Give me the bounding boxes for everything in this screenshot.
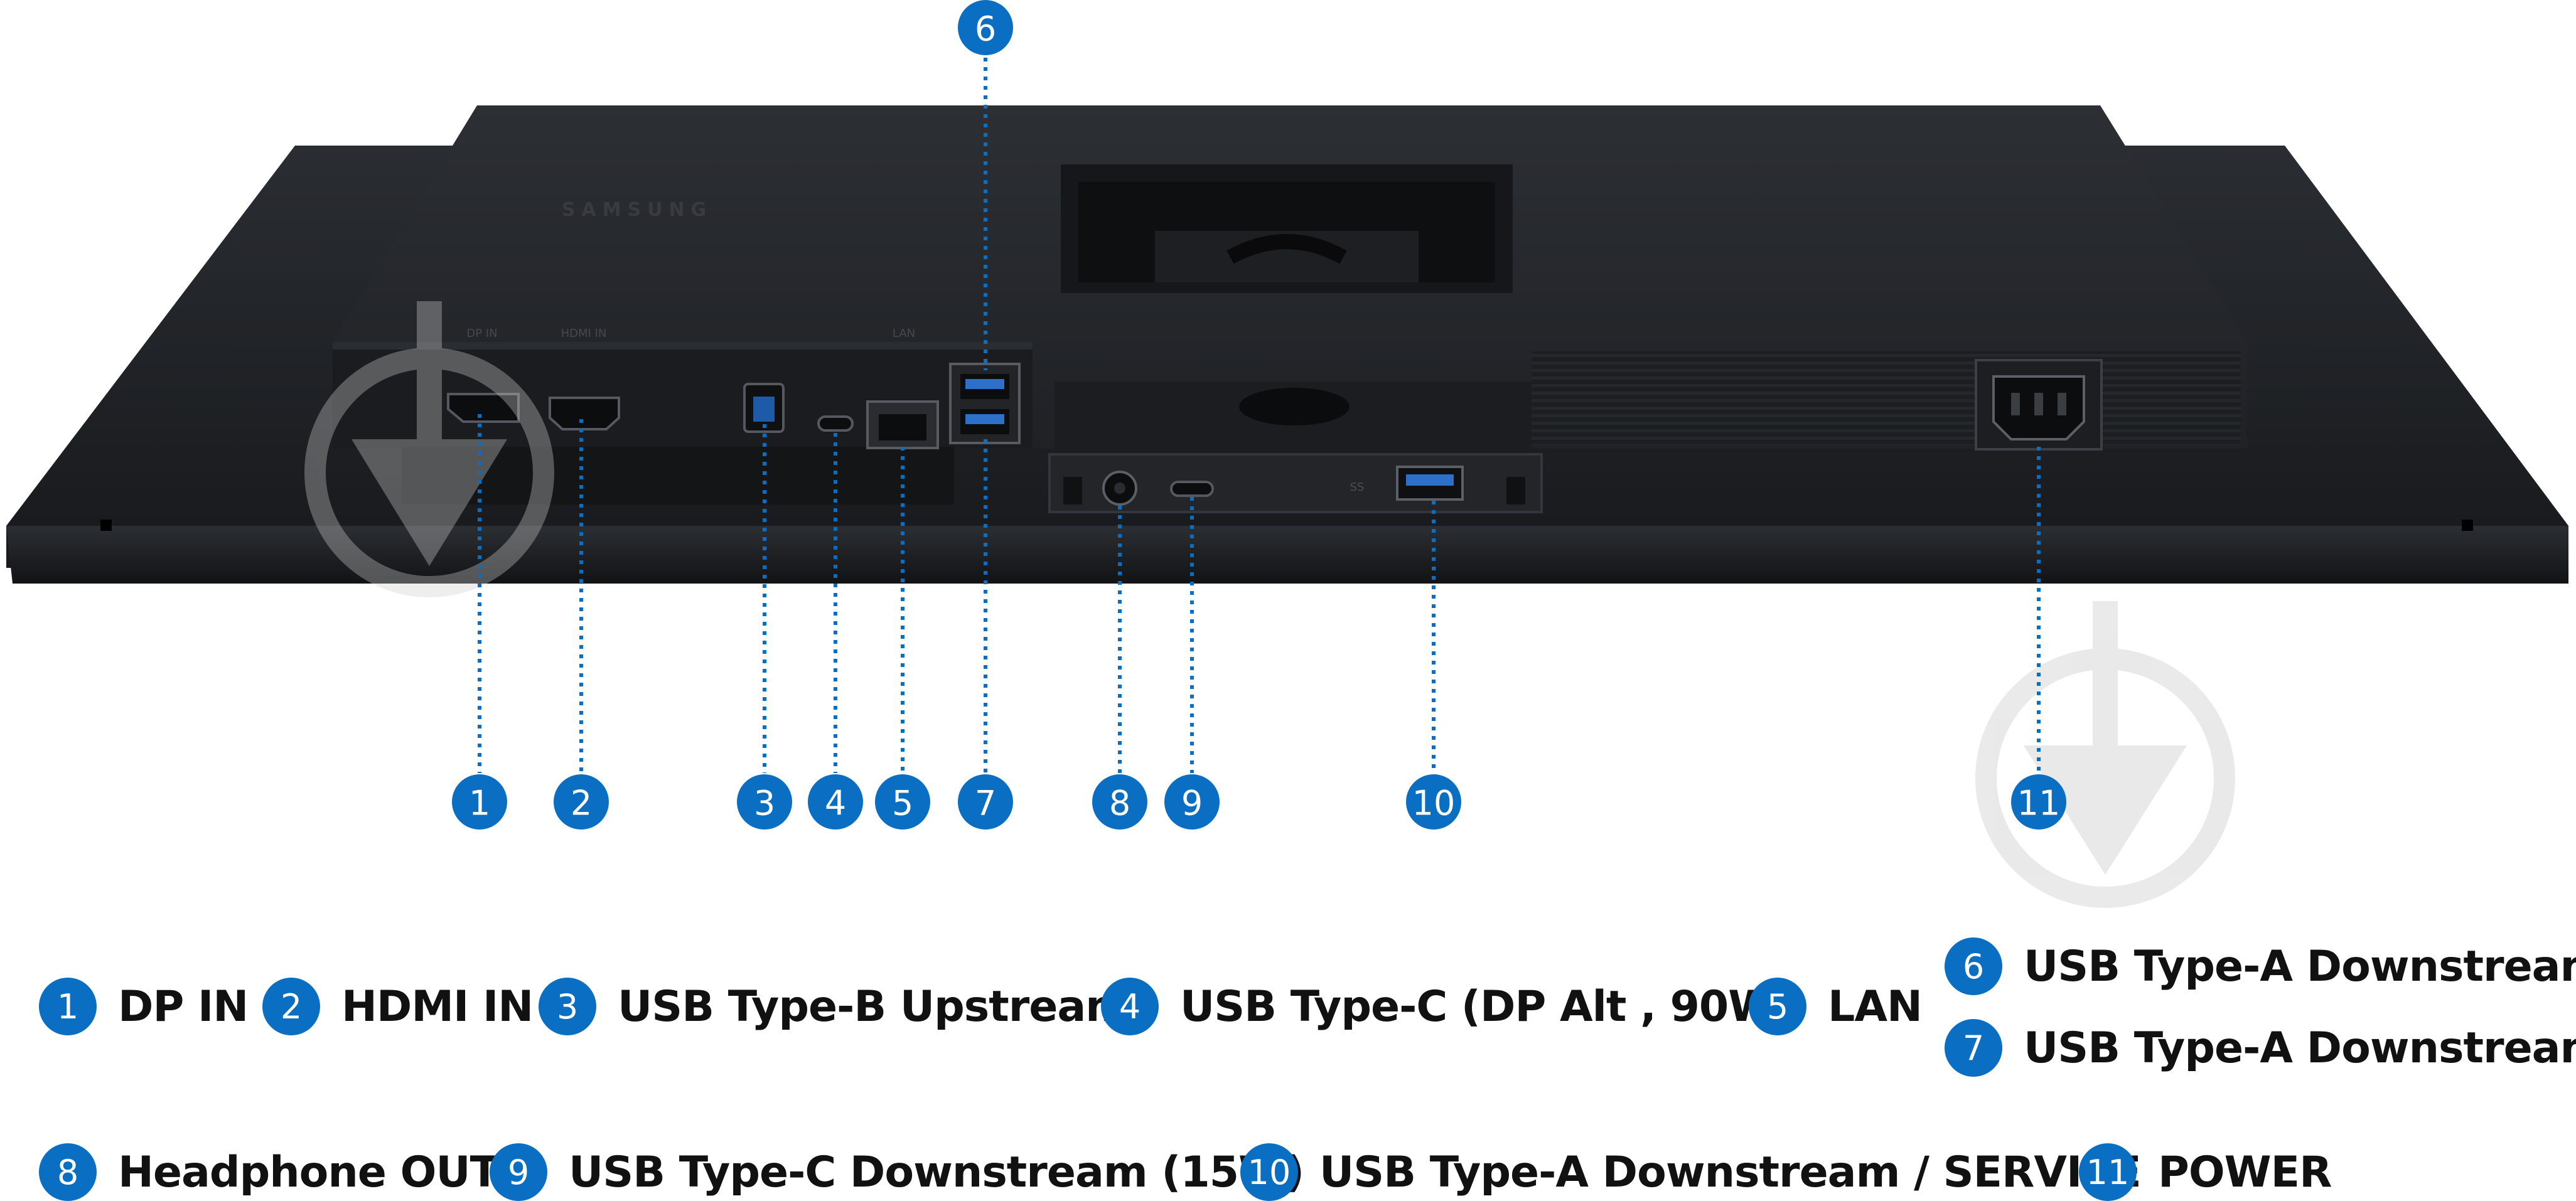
callout-circle — [554, 774, 609, 830]
callout-circle — [1164, 774, 1220, 830]
screw-hole-left — [100, 520, 112, 531]
callout-number: 10 — [1412, 784, 1456, 823]
legend-item-5: 5 LAN — [1749, 978, 1923, 1035]
port-dp-in — [447, 393, 520, 423]
legend-badge: 10 — [1240, 1143, 1298, 1201]
callout-marker-4: 4 — [808, 774, 863, 830]
legend-item-10: 10 USB Type-A Downstream / SERVICE — [1240, 1143, 2142, 1201]
port-headphone-out — [1102, 471, 1137, 506]
callout-marker-7: 7 — [958, 774, 1013, 830]
watermark-icon-right — [1975, 601, 2235, 908]
callout-circle — [958, 774, 1013, 830]
legend-badge: 7 — [1945, 1019, 2002, 1077]
callout-circle — [958, 0, 1013, 55]
callout-number: 3 — [754, 784, 775, 823]
port-usb-type-a-stack — [949, 363, 1021, 444]
legend-item-9: 9 USB Type-C Downstream (15W) — [490, 1143, 1304, 1201]
legend-badge: 4 — [1101, 978, 1159, 1035]
legend-badge: 5 — [1749, 978, 1806, 1035]
callout-circle — [1092, 774, 1147, 830]
silkscreen-dp: DP IN — [466, 327, 497, 340]
legend-badge: 2 — [262, 978, 320, 1035]
watermark-icon-left — [304, 301, 554, 597]
legend-badge: 8 — [39, 1143, 97, 1201]
port-usb-type-a-service — [1396, 466, 1464, 501]
legend-item-4: 4 USB Type-C (DP Alt , 90W) — [1101, 978, 1794, 1035]
callout-circle — [875, 774, 930, 830]
port-usb-type-c-downstream — [1170, 481, 1214, 497]
legend-item-8: 8 Headphone OUT — [39, 1143, 499, 1201]
legend-label: USB Type-C (DP Alt , 90W) — [1180, 981, 1794, 1032]
legend-item-3: 3 USB Type-B Upstream — [539, 978, 1130, 1035]
legend-badge: 6 — [1945, 937, 2002, 995]
brand-logo: SAMSUNG — [562, 199, 712, 221]
legend-badge: 9 — [490, 1143, 547, 1201]
port-lan — [866, 400, 939, 449]
legend-label: USB Type-A Downstream — [2024, 941, 2576, 991]
legend-label: USB Type-A Downstream — [2024, 1023, 2576, 1073]
callout-number: 4 — [825, 784, 846, 823]
callout-circle — [737, 774, 792, 830]
callout-number: 6 — [975, 9, 996, 49]
port-usb-type-b — [743, 383, 785, 433]
legend-badge: 11 — [2079, 1143, 2137, 1201]
callout-marker-8: 8 — [1092, 774, 1147, 830]
callout-number: 1 — [469, 784, 490, 823]
legend-badge: 3 — [539, 978, 596, 1035]
legend-item-7: 7 USB Type-A Downstream — [1945, 1019, 2576, 1077]
legend-badge: 1 — [39, 978, 97, 1035]
callout-circle — [2011, 774, 2066, 830]
callout-marker-3: 3 — [737, 774, 792, 830]
legend-item-11: 11 POWER — [2079, 1143, 2332, 1201]
screw-hole-right — [2462, 520, 2473, 531]
monitor-body: SAMSUNG DP IN HDMI IN LAN — [6, 105, 2568, 584]
legend-label: USB Type-B Upstream — [618, 981, 1130, 1032]
legend-item-6: 6 USB Type-A Downstream — [1945, 937, 2576, 995]
legend-item-1: 1 DP IN — [39, 978, 249, 1035]
legend-label: USB Type-C Downstream (15W) — [569, 1147, 1304, 1197]
port-usb-type-c-upstream — [817, 415, 854, 432]
callout-number: 2 — [571, 784, 592, 823]
vesa-mount-recess — [1061, 164, 1513, 293]
legend-label: HDMI IN — [341, 981, 534, 1032]
callout-marker-1: 1 — [452, 774, 507, 830]
callout-number: 11 — [2017, 784, 2061, 823]
legend-label: LAN — [1828, 981, 1923, 1032]
port-hdmi-in — [549, 397, 620, 430]
callout-circle — [452, 774, 507, 830]
callout-marker-9: 9 — [1164, 774, 1220, 830]
callout-circle — [1406, 774, 1461, 830]
callout-number: 8 — [1109, 784, 1130, 823]
callout-number: 9 — [1181, 784, 1203, 823]
callout-number: 7 — [975, 784, 996, 823]
silkscreen-ss: SS — [1350, 481, 1365, 494]
callout-number: 5 — [892, 784, 913, 823]
legend-label: DP IN — [118, 981, 249, 1032]
callout-circle — [808, 774, 863, 830]
callout-marker-6: 6 — [958, 0, 1013, 55]
legend-label: USB Type-A Downstream / SERVICE — [1319, 1147, 2142, 1197]
callout-marker-11: 11 — [2011, 774, 2066, 830]
port-power — [1975, 359, 2103, 451]
vent-area — [1532, 351, 2241, 446]
legend-label: POWER — [2158, 1147, 2332, 1197]
callout-marker-10: 10 — [1406, 774, 1461, 830]
silkscreen-lan: LAN — [893, 327, 915, 340]
legend-item-2: 2 HDMI IN — [262, 978, 534, 1035]
silkscreen-hdmi: HDMI IN — [561, 327, 607, 340]
callout-marker-5: 5 — [875, 774, 930, 830]
monitor-bottom-edge — [6, 526, 2568, 584]
callout-marker-2: 2 — [554, 774, 609, 830]
legend-label: Headphone OUT — [118, 1147, 499, 1197]
callout-layer: 1 2 3 4 5 6 7 8 9 10 11 — [452, 0, 2066, 830]
